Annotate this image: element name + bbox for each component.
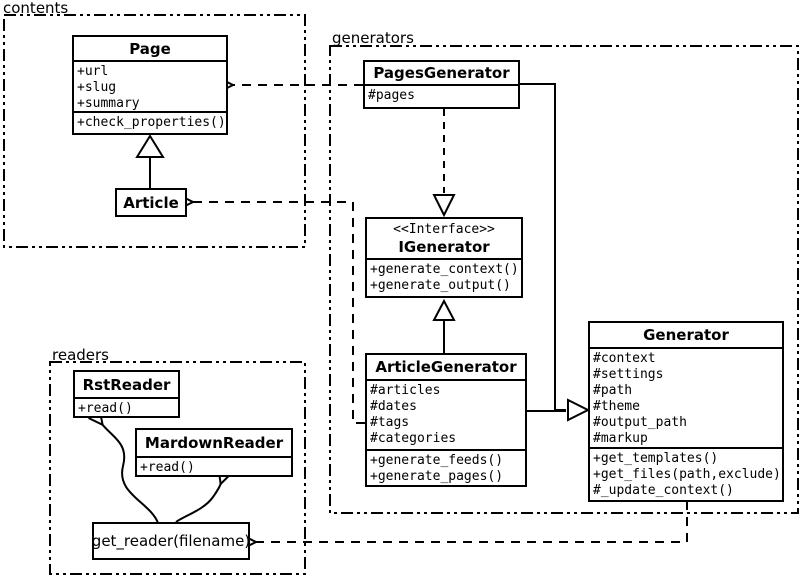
class-name-article: Article [123, 193, 179, 212]
class-box-article: Article [115, 188, 187, 217]
method: +read() [140, 460, 195, 475]
arrow-getreader-to-rstreader [102, 424, 159, 524]
dependency-generator-to-getreader [255, 501, 688, 542]
class-name-igenerator: IGenerator [398, 237, 490, 256]
class-name-markdown-reader: MardownReader [137, 430, 291, 458]
class-name-page: Page [74, 37, 226, 62]
markdown-reader-methods: +read() [137, 458, 291, 476]
attribute: #articles [370, 383, 441, 398]
interface-stereotype: <<Interface>> [393, 221, 495, 237]
package-frame-readers [49, 361, 306, 575]
attribute: #context [593, 351, 656, 366]
igenerator-methods: +generate_context() +generate_output() [367, 260, 521, 296]
class-name-rst-reader: RstReader [75, 372, 178, 399]
rst-reader-methods: +read() [75, 399, 178, 417]
dependency-articlegenerator-to-article [192, 202, 365, 424]
attribute: #dates [370, 399, 417, 414]
attribute: #pages [368, 88, 415, 103]
package-label-contents: contents [3, 0, 69, 17]
attribute: +url [77, 64, 109, 79]
method: +read() [78, 401, 133, 416]
hollow-triangle-igenerator-top [432, 194, 456, 218]
package-frame-generators [329, 45, 799, 514]
class-box-igenerator: <<Interface>> IGenerator +generate_conte… [365, 217, 523, 298]
package-frame-contents [3, 14, 306, 248]
method: +generate_context() [370, 262, 519, 277]
method: +generate_pages() [370, 469, 504, 484]
attribute: #categories [370, 431, 457, 446]
class-box-rst-reader: RstReader +read() [73, 370, 180, 418]
attribute: #tags [370, 415, 410, 430]
class-box-article-generator: ArticleGenerator #articles #dates #tags … [365, 353, 527, 487]
attribute: #output_path [593, 415, 687, 430]
package-label-generators: generators [332, 29, 414, 47]
class-box-pages-generator: PagesGenerator #pages [363, 60, 520, 109]
attribute: +slug [77, 80, 117, 95]
class-name-generator: Generator [590, 323, 782, 349]
method: +get_files(path,exclude) [593, 467, 781, 482]
attribute: #settings [593, 367, 664, 382]
attribute: +summary [77, 96, 140, 111]
hollow-triangle-generator-left [567, 398, 591, 422]
generator-attributes: #context #settings #path #theme #output_… [590, 349, 782, 449]
method: #_update_context() [593, 483, 734, 498]
node-get-reader: get_reader(filename) [92, 522, 250, 560]
arrow-getreader-to-markdownreader [175, 483, 221, 523]
attribute: #markup [593, 431, 648, 446]
hollow-triangle-igenerator-bottom [432, 298, 456, 321]
class-box-generator: Generator #context #settings #path #them… [588, 321, 784, 502]
generator-methods: +get_templates() +get_files(path,exclude… [590, 449, 782, 500]
class-box-page: Page +url +slug +summary +check_properti… [72, 35, 228, 135]
class-name-pages-generator: PagesGenerator [365, 62, 518, 86]
method: +generate_output() [370, 278, 511, 293]
method: +generate_feeds() [370, 453, 504, 468]
package-label-readers: readers [52, 346, 109, 364]
class-box-markdown-reader: MardownReader +read() [135, 428, 293, 477]
method: +check_properties() [77, 115, 226, 130]
article-generator-attributes: #articles #dates #tags #categories [367, 381, 525, 451]
pages-generator-attributes: #pages [365, 86, 518, 107]
page-attributes: +url +slug +summary [74, 62, 226, 113]
method: +get_templates() [593, 451, 719, 466]
hollow-triangle-page-bottom [135, 134, 165, 158]
attribute: #path [593, 383, 633, 398]
igenerator-title: <<Interface>> IGenerator [367, 219, 521, 260]
page-methods: +check_properties() [74, 113, 226, 133]
class-name-article-generator: ArticleGenerator [367, 355, 525, 381]
attribute: #theme [593, 399, 640, 414]
article-generator-methods: +generate_feeds() +generate_pages() [367, 451, 525, 485]
